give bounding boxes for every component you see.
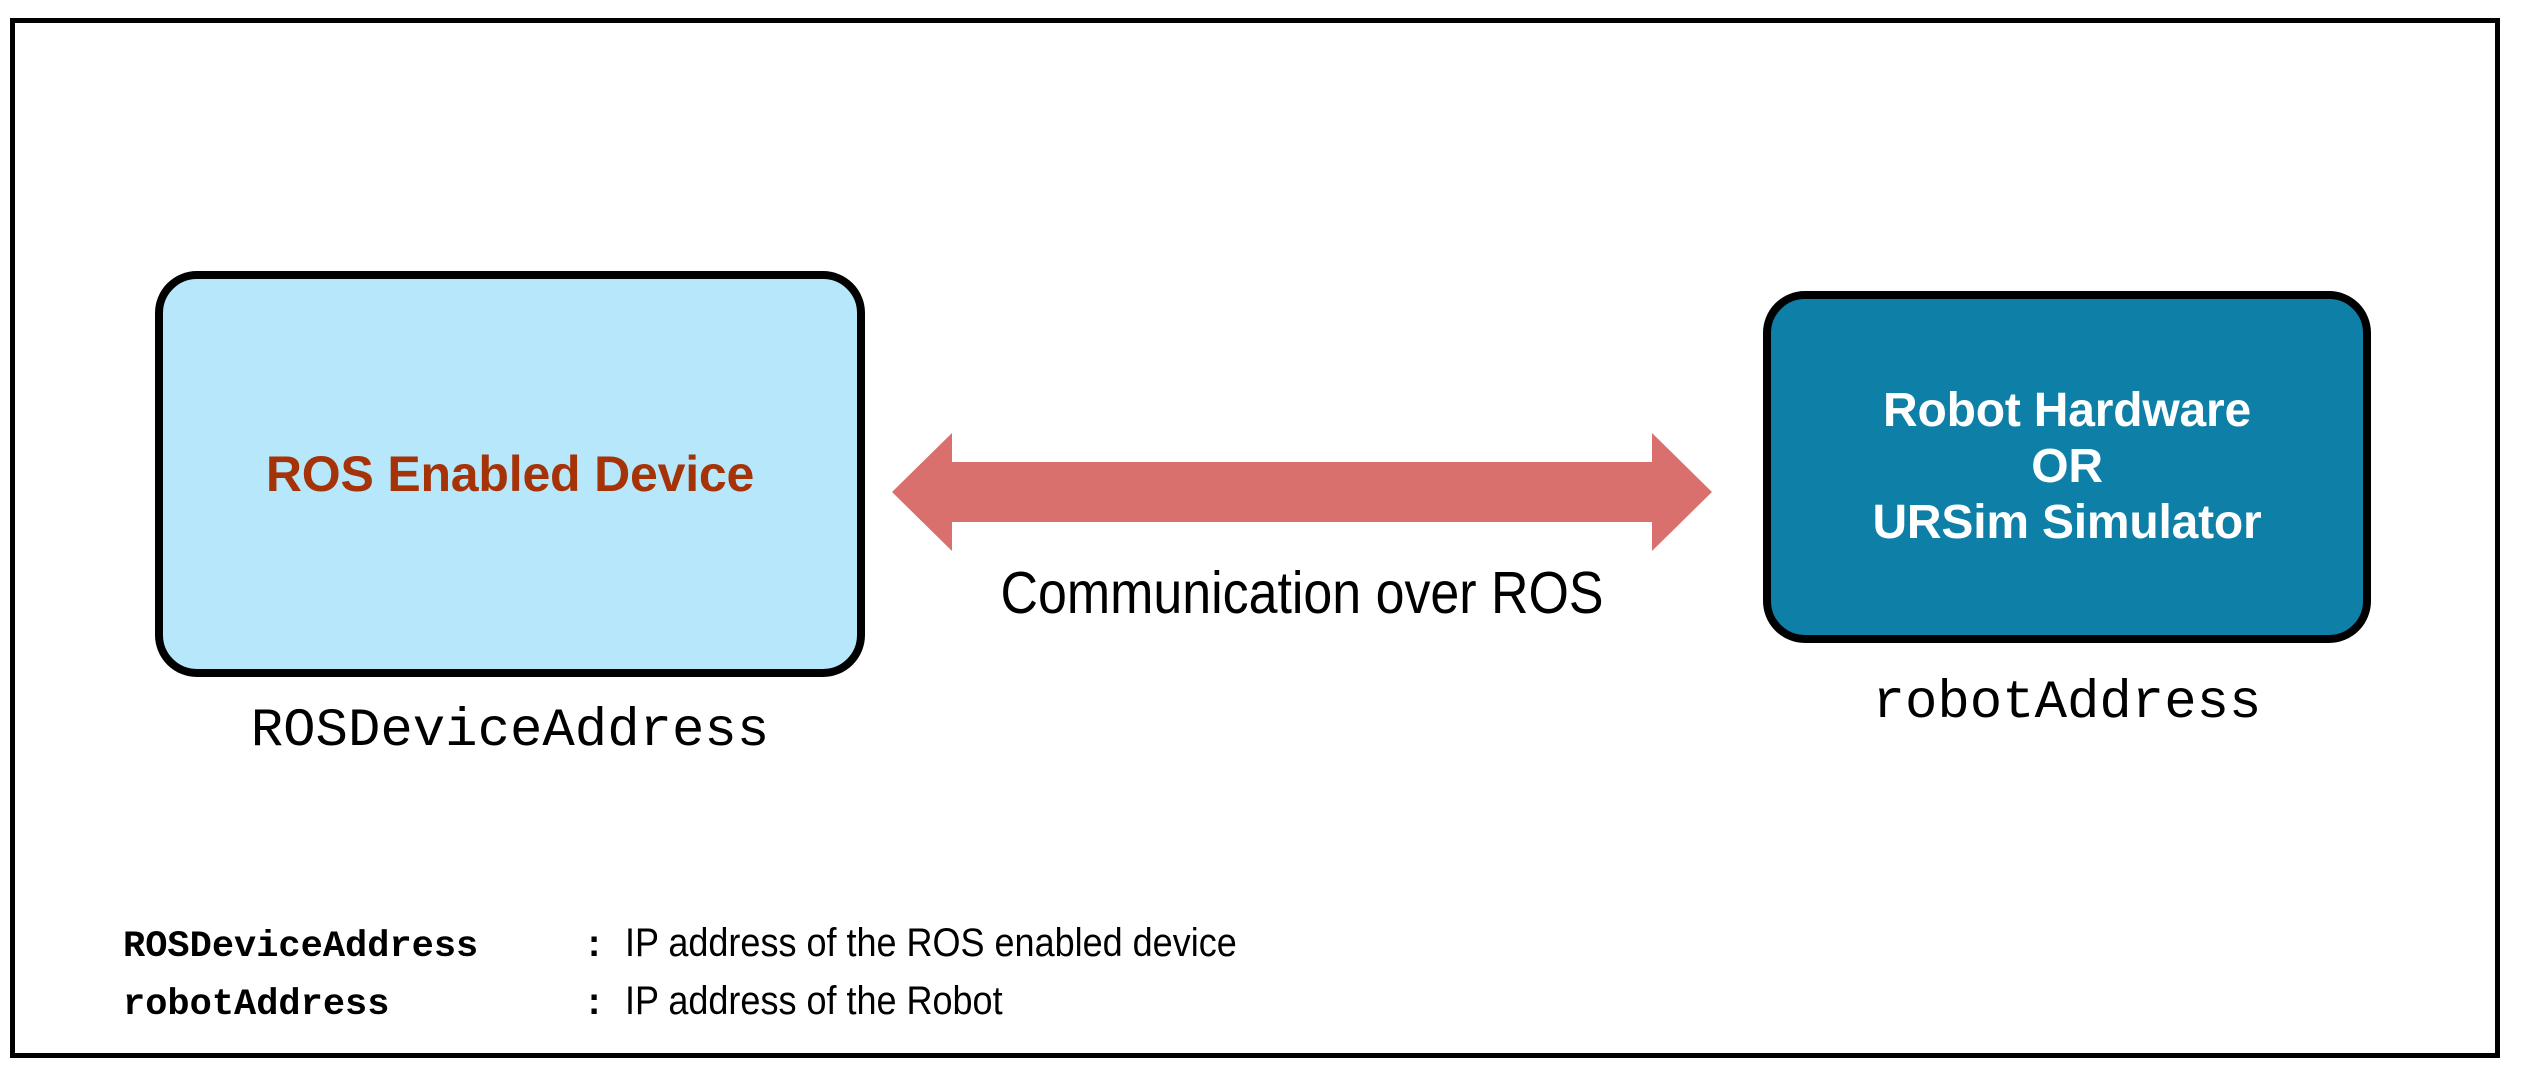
legend-row: robotAddress : IP address of the Robot — [123, 979, 1305, 1029]
legend-row: ROSDeviceAddress : IP address of the ROS… — [123, 921, 1305, 971]
legend-separator: : — [583, 984, 606, 1026]
legend: ROSDeviceAddress : IP address of the ROS… — [123, 921, 1305, 1037]
legend-key-robot-address: robotAddress — [123, 984, 390, 1026]
legend-separator: : — [583, 926, 606, 968]
node-robot-hardware-or-ursim-caption: robotAddress — [1872, 673, 2262, 734]
legend-description-ros-device-address: IP address of the ROS enabled device — [625, 921, 1237, 965]
diagram-frame: ROS Enabled Device Robot Hardware OR URS… — [10, 18, 2500, 1058]
node-robot-hardware-or-ursim-label: Robot Hardware OR URSim Simulator — [1872, 384, 2262, 549]
connector-label: Communication over ROS — [1000, 560, 1604, 626]
node-ros-enabled-device-label: ROS Enabled Device — [265, 446, 755, 502]
legend-description-robot-address: IP address of the Robot — [625, 979, 1003, 1023]
node-ros-enabled-device-caption: ROSDeviceAddress — [250, 701, 770, 762]
node-ros-enabled-device[interactable]: ROS Enabled Device — [155, 271, 865, 677]
node-robot-hardware-or-ursim[interactable]: Robot Hardware OR URSim Simulator — [1763, 291, 2371, 643]
double-arrow-icon — [892, 433, 1712, 551]
legend-key-ros-device-address: ROSDeviceAddress — [123, 926, 479, 968]
